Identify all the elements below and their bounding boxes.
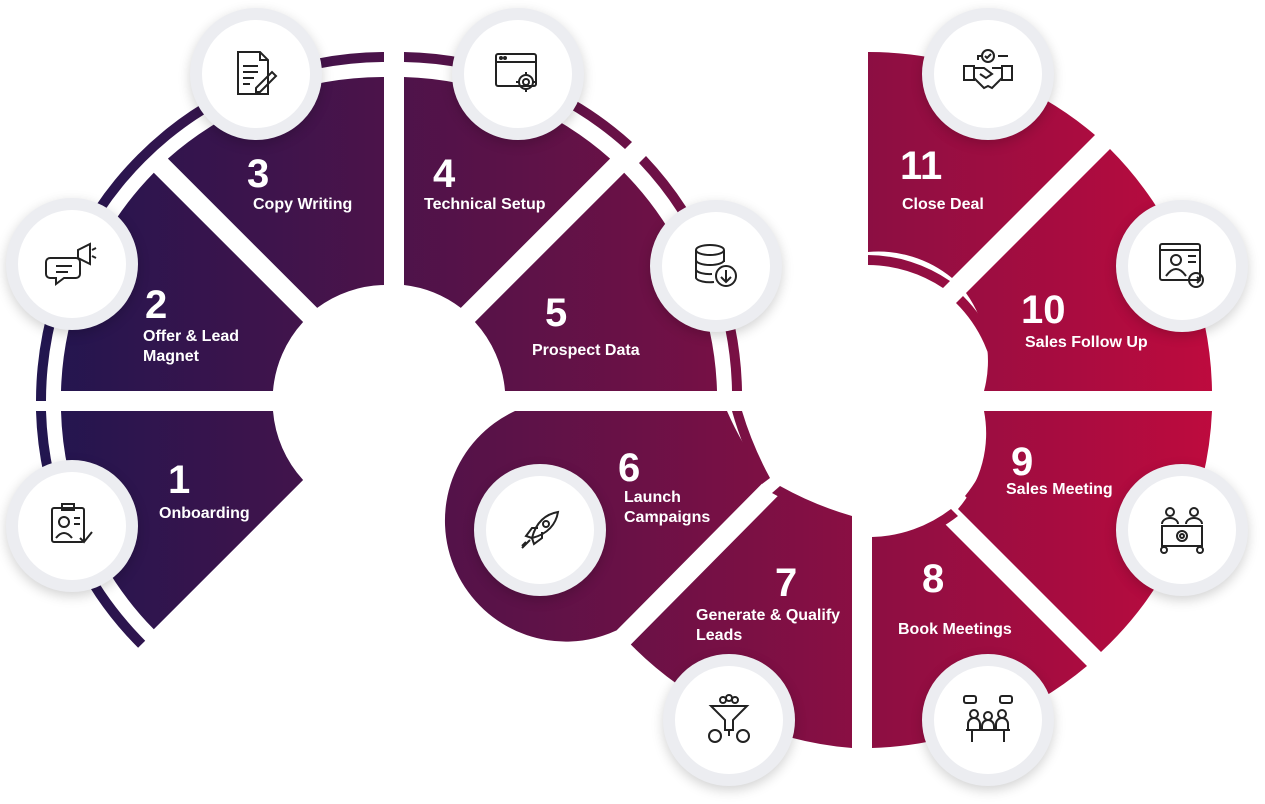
step-10-number: 10 xyxy=(1021,288,1066,332)
step-5-label: Prospect Data xyxy=(532,342,640,359)
middle-arc xyxy=(404,52,852,748)
video-profile-icon xyxy=(1159,243,1204,288)
step-9-label: Sales Meeting xyxy=(1006,481,1113,498)
meeting-table-icon xyxy=(963,695,1013,742)
segment-4 xyxy=(404,77,611,308)
step-4-label: Technical Setup xyxy=(424,196,546,213)
step-11-icon-circle xyxy=(922,8,1054,140)
document-pencil-icon xyxy=(237,51,278,95)
step-11-label: Close Deal xyxy=(902,196,984,213)
step-3-icon-circle xyxy=(190,8,322,140)
database-download-icon xyxy=(695,244,737,287)
outer-band-middle-top xyxy=(404,52,632,149)
megaphone-chat-icon xyxy=(45,242,97,286)
step-2-label-line1: Offer & Lead xyxy=(143,328,240,345)
step-3-number: 3 xyxy=(247,152,270,196)
step-2-label-line2: Magnet xyxy=(143,348,199,365)
segment-1 xyxy=(61,411,304,630)
step-6-label-line2: Campaigns xyxy=(624,509,711,526)
step-5-icon-circle xyxy=(650,200,782,332)
onboarding-id-card-icon xyxy=(51,503,93,544)
segment-5 xyxy=(474,172,717,391)
step-8-number: 8 xyxy=(922,557,945,601)
rocket-icon xyxy=(521,510,560,549)
inner-band-right-bottom xyxy=(872,509,958,547)
step-10-icon-circle xyxy=(1116,200,1248,332)
inner-band-right-low xyxy=(965,411,1006,503)
outer-band-middle-bottom xyxy=(772,486,852,526)
step-10-label: Sales Follow Up xyxy=(1025,334,1148,351)
segment-9 xyxy=(958,411,1212,652)
outer-band-left-lower xyxy=(36,411,146,648)
step-1-label: Onboarding xyxy=(159,505,250,522)
inner-band-right-mid xyxy=(956,296,1006,391)
browser-gear-icon xyxy=(495,53,537,92)
step-8-icon-circle xyxy=(922,654,1054,786)
step-4-number: 4 xyxy=(433,152,456,196)
step-4-icon-circle xyxy=(452,8,584,140)
presentation-team-icon xyxy=(1160,507,1204,554)
inner-band-right-top xyxy=(868,255,950,288)
step-2-number: 2 xyxy=(145,283,168,327)
step-8-label: Book Meetings xyxy=(898,621,1012,638)
step-6-label-line1: Launch xyxy=(624,489,681,506)
step-6-number: 6 xyxy=(618,446,641,490)
step-9-icon-circle xyxy=(1116,464,1248,596)
handshake-icon xyxy=(963,49,1013,90)
step-1-number: 1 xyxy=(168,458,191,502)
funnel-dollar-icon xyxy=(708,694,750,743)
step-2-icon-circle xyxy=(6,198,138,330)
step-7-label-line1: Generate & Qualify xyxy=(696,607,841,624)
segment-3 xyxy=(167,76,384,308)
step-7-number: 7 xyxy=(775,561,798,605)
step-5-number: 5 xyxy=(545,291,568,335)
outer-band-middle-lower xyxy=(732,411,770,484)
step-3-label: Copy Writing xyxy=(253,196,353,213)
outer-band-middle-right xyxy=(639,156,742,391)
step-9-number: 9 xyxy=(1011,440,1034,484)
step-6-icon-circle xyxy=(474,464,606,596)
step-7-icon-circle xyxy=(663,654,795,786)
step-11-number: 11 xyxy=(900,144,943,188)
step-1-icon-circle xyxy=(6,460,138,592)
step-7-label-line2: Leads xyxy=(696,627,743,644)
